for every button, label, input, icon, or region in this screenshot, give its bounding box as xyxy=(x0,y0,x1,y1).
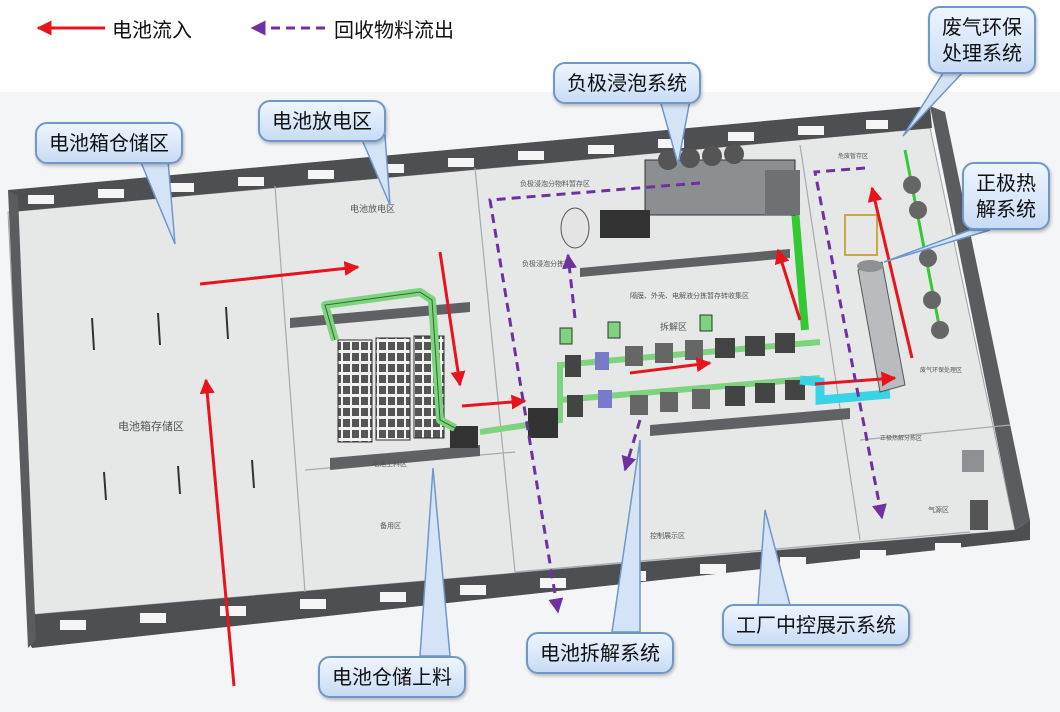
label-cathode-zone: 正极热解分拣区 xyxy=(880,434,922,442)
callout-cathode-line1: 正极热 xyxy=(976,171,1036,195)
label-spare-zone: 备用区 xyxy=(380,521,401,530)
storage-markings xyxy=(91,306,255,501)
callout-exhaust: 废气环保 处理系统 xyxy=(928,6,1036,74)
recycle-out-arrows xyxy=(488,166,887,614)
arrow-out-left-loop xyxy=(488,181,701,614)
cathode-conveyor xyxy=(799,375,891,405)
left-wall xyxy=(8,190,36,648)
right-wall xyxy=(930,106,1030,530)
arrow-in-exhaust-up xyxy=(867,186,914,359)
label-disassembly-zone: 拆解区 xyxy=(660,321,687,333)
partition-walls xyxy=(290,249,850,470)
label-waste-zone: 危废暂存区 xyxy=(838,152,868,160)
battery-in-arrows xyxy=(199,186,914,687)
callout-cathode-line2: 解系统 xyxy=(976,197,1036,221)
back-wall-windows xyxy=(28,120,888,204)
label-feeding-zone: 电池上料区 xyxy=(372,459,407,468)
label-material-sort: 隔膜、外壳、电解液分拣暂存转收集区 xyxy=(630,291,749,300)
arrow-out-soak xyxy=(562,253,577,319)
label-discharge-zone: 电池放电区 xyxy=(350,203,395,215)
floor-labels: 电池箱存储区 电池放电区 负极浸泡分物料暂存区 负极浸泡分拣区 隔膜、外壳、电解… xyxy=(118,152,962,540)
arrow-in-to-discharge xyxy=(199,260,360,286)
front-wall xyxy=(28,520,1030,648)
anode-soak-equipment xyxy=(560,144,800,249)
arrow-in-to-line xyxy=(461,394,527,410)
label-anode-soak-zone: 负极浸泡分拣区 xyxy=(522,259,571,268)
exhaust-equipment xyxy=(903,149,988,530)
pyrolysis-drum xyxy=(844,214,906,393)
arrow-in-discharge-down xyxy=(438,251,466,387)
arrow-out-line-down xyxy=(621,419,642,472)
callout-exhaust-line1: 废气环保 xyxy=(942,15,1022,39)
arrow-in-anode-up xyxy=(774,248,802,321)
callout-exhaust-line2: 处理系统 xyxy=(942,41,1022,65)
label-box-storage-zone: 电池箱存储区 xyxy=(118,419,184,433)
label-control-zone: 控制展示区 xyxy=(650,531,685,540)
legend-battery-in: 电池流入 xyxy=(112,18,192,42)
label-gas-zone: 气源区 xyxy=(928,505,949,514)
callout-cathode-pyro: 正极热 解系统 xyxy=(962,162,1050,230)
anode-conveyor xyxy=(791,209,809,331)
callout-box-storage: 电池箱仓储区 xyxy=(35,122,183,164)
callout-discharge: 电池放电区 xyxy=(258,100,386,142)
arrow-in-storage-up xyxy=(199,378,236,687)
arrow-in-line xyxy=(629,357,712,375)
label-exhaust-zone: 废气环保处理区 xyxy=(920,366,962,374)
legend-recycle-out: 回收物料流出 xyxy=(334,18,454,42)
callout-pointers xyxy=(138,69,991,657)
callout-anode-soak: 负极浸泡系统 xyxy=(553,62,701,104)
callout-central-control: 工厂中控展示系统 xyxy=(722,604,910,646)
callout-disassembly: 电池拆解系统 xyxy=(526,632,674,674)
pointer-cathode xyxy=(883,229,991,263)
arrow-out-right-loop xyxy=(813,166,887,520)
label-anode-storage: 负极浸泡分物料暂存区 xyxy=(520,179,590,188)
callout-feeding: 电池仓储上料 xyxy=(318,656,466,698)
disassembly-line xyxy=(479,314,821,438)
